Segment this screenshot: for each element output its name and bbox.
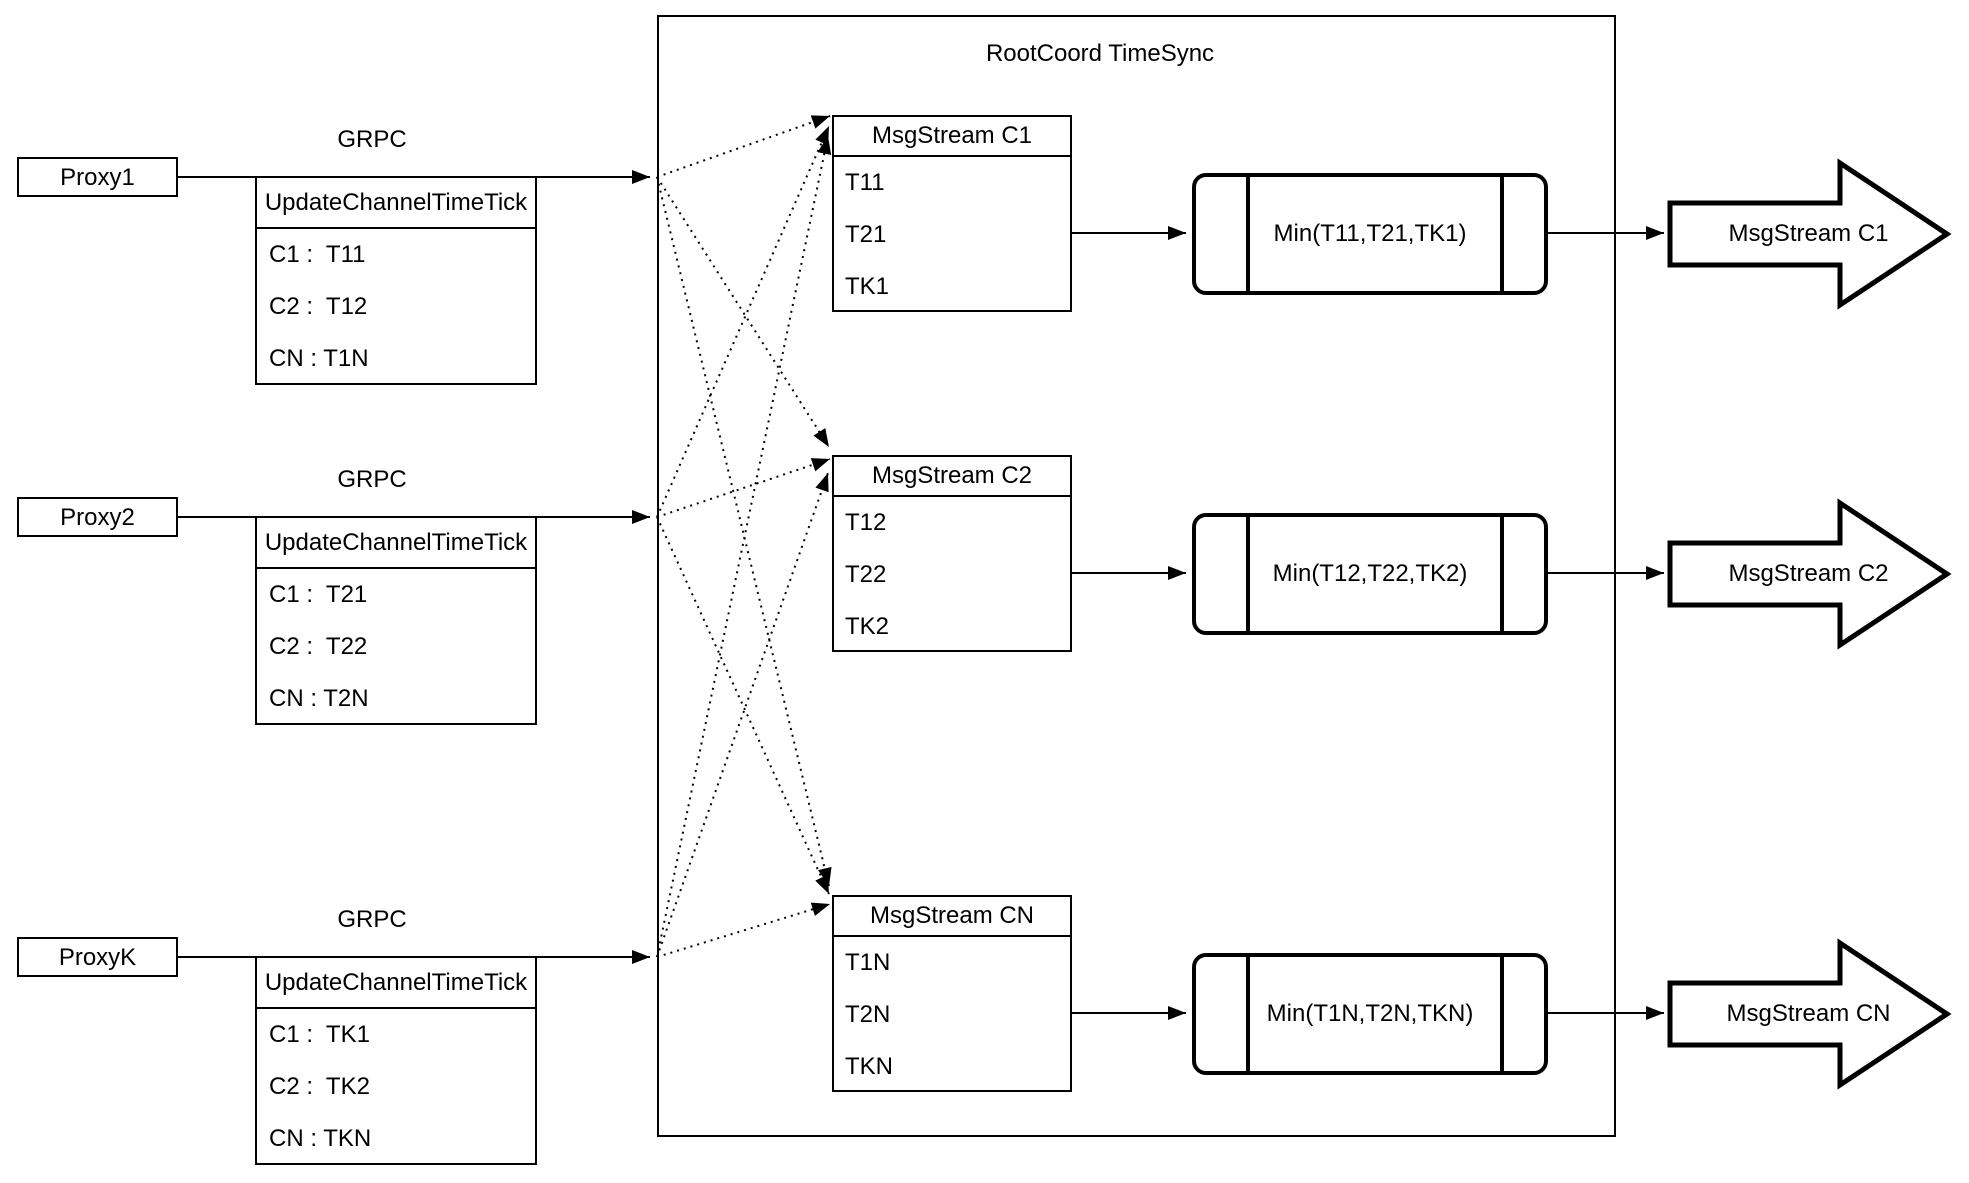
min-label: Min(T12,T22,TK2) bbox=[1272, 560, 1468, 587]
output-arrow-label: MsgStream CN bbox=[1726, 1000, 1891, 1027]
tick-table-row: C1 : TK1 bbox=[269, 1021, 370, 1048]
proxy-box: Proxy1 bbox=[17, 157, 178, 197]
min-box-left-bar bbox=[1246, 177, 1250, 291]
dotted-proxy1-to-c1 bbox=[656, 115, 831, 178]
msgstream-table-row: TK2 bbox=[845, 613, 890, 640]
dotted-proxy2-to-c1 bbox=[656, 125, 830, 518]
msgstream-table-row: TKN bbox=[845, 1053, 893, 1080]
msgstream-table: MsgStream CN T1N T2N TKN bbox=[832, 895, 1072, 1092]
msgstream-table-header: MsgStream C1 bbox=[834, 117, 1070, 157]
msgstream-table: MsgStream C1 T11 T21 TK1 bbox=[832, 115, 1072, 312]
rootcoord-timesync-container bbox=[657, 15, 1616, 1137]
output-block-arrow-row1 bbox=[1667, 158, 1952, 310]
min-box-right-bar bbox=[1500, 517, 1504, 631]
msgstream-table-row: T12 bbox=[845, 509, 887, 536]
rootcoord-timesync-title: RootCoord TimeSync bbox=[985, 40, 1215, 67]
tick-table-header: UpdateChannelTimeTick bbox=[257, 178, 535, 229]
tick-table-row: C2 : TK2 bbox=[269, 1073, 370, 1100]
proxy-label: Proxy2 bbox=[60, 504, 135, 531]
min-label: Min(T11,T21,TK1) bbox=[1273, 220, 1467, 247]
tick-table-row: C1 : T21 bbox=[269, 581, 368, 608]
min-label: Min(T1N,T2N,TKN) bbox=[1266, 1000, 1474, 1027]
timetick-fanout-dotted bbox=[656, 115, 832, 958]
grpc-label: GRPC bbox=[337, 466, 407, 493]
tick-table-row: CN : TKN bbox=[269, 1125, 372, 1152]
msgstream-table-header: MsgStream C2 bbox=[834, 457, 1070, 497]
tick-table-row: C2 : T12 bbox=[269, 293, 368, 320]
msgstream-table-row: T21 bbox=[845, 221, 887, 248]
min-process-box: Min(T11,T21,TK1) bbox=[1192, 173, 1548, 295]
tick-table-row: C1 : T11 bbox=[269, 241, 366, 268]
output-block-arrow-row3 bbox=[1667, 938, 1952, 1090]
tick-table-row: CN : T2N bbox=[269, 685, 369, 712]
tick-table-header: UpdateChannelTimeTick bbox=[257, 518, 535, 569]
dotted-proxy1-to-c2 bbox=[656, 176, 830, 448]
msgstream-table-row: T1N bbox=[845, 949, 891, 976]
min-box-left-bar bbox=[1246, 517, 1250, 631]
msgstream-table-row: T22 bbox=[845, 561, 887, 588]
update-channel-timetick-table: UpdateChannelTimeTick C1 : T21 C2 : T22 … bbox=[255, 516, 537, 725]
tick-table-row: C2 : T22 bbox=[269, 633, 368, 660]
min-box-left-bar bbox=[1246, 957, 1250, 1071]
tick-table-row: CN : T1N bbox=[269, 345, 369, 372]
update-channel-timetick-table: UpdateChannelTimeTick C1 : T11 C2 : T12 … bbox=[255, 176, 537, 385]
min-process-box: Min(T12,T22,TK2) bbox=[1192, 513, 1548, 635]
dotted-proxyk-to-c2 bbox=[656, 472, 829, 958]
msgstream-table-header: MsgStream CN bbox=[834, 897, 1070, 937]
proxy-box: Proxy2 bbox=[17, 497, 178, 537]
min-box-right-bar bbox=[1500, 957, 1504, 1071]
min-process-box: Min(T1N,T2N,TKN) bbox=[1192, 953, 1548, 1075]
msgstream-table-row: T11 bbox=[845, 169, 885, 196]
proxy-label: ProxyK bbox=[58, 944, 137, 971]
dotted-proxy1-to-cn bbox=[656, 176, 832, 887]
update-channel-timetick-table: UpdateChannelTimeTick C1 : TK1 C2 : TK2 … bbox=[255, 956, 537, 1165]
proxy-box: ProxyK bbox=[17, 937, 178, 977]
grpc-label: GRPC bbox=[337, 126, 407, 153]
msgstream-table-row: TK1 bbox=[845, 273, 890, 300]
output-arrow-label: MsgStream C1 bbox=[1728, 220, 1889, 247]
tick-table-header: UpdateChannelTimeTick bbox=[257, 958, 535, 1009]
grpc-label: GRPC bbox=[337, 906, 407, 933]
output-block-arrow-row2 bbox=[1667, 498, 1952, 650]
min-box-right-bar bbox=[1500, 177, 1504, 291]
proxy-label: Proxy1 bbox=[60, 164, 135, 191]
output-arrow-label: MsgStream C2 bbox=[1728, 560, 1889, 587]
msgstream-table: MsgStream C2 T12 T22 TK2 bbox=[832, 455, 1072, 652]
msgstream-table-row: T2N bbox=[845, 1001, 891, 1028]
dotted-proxy2-to-c2 bbox=[656, 458, 831, 518]
